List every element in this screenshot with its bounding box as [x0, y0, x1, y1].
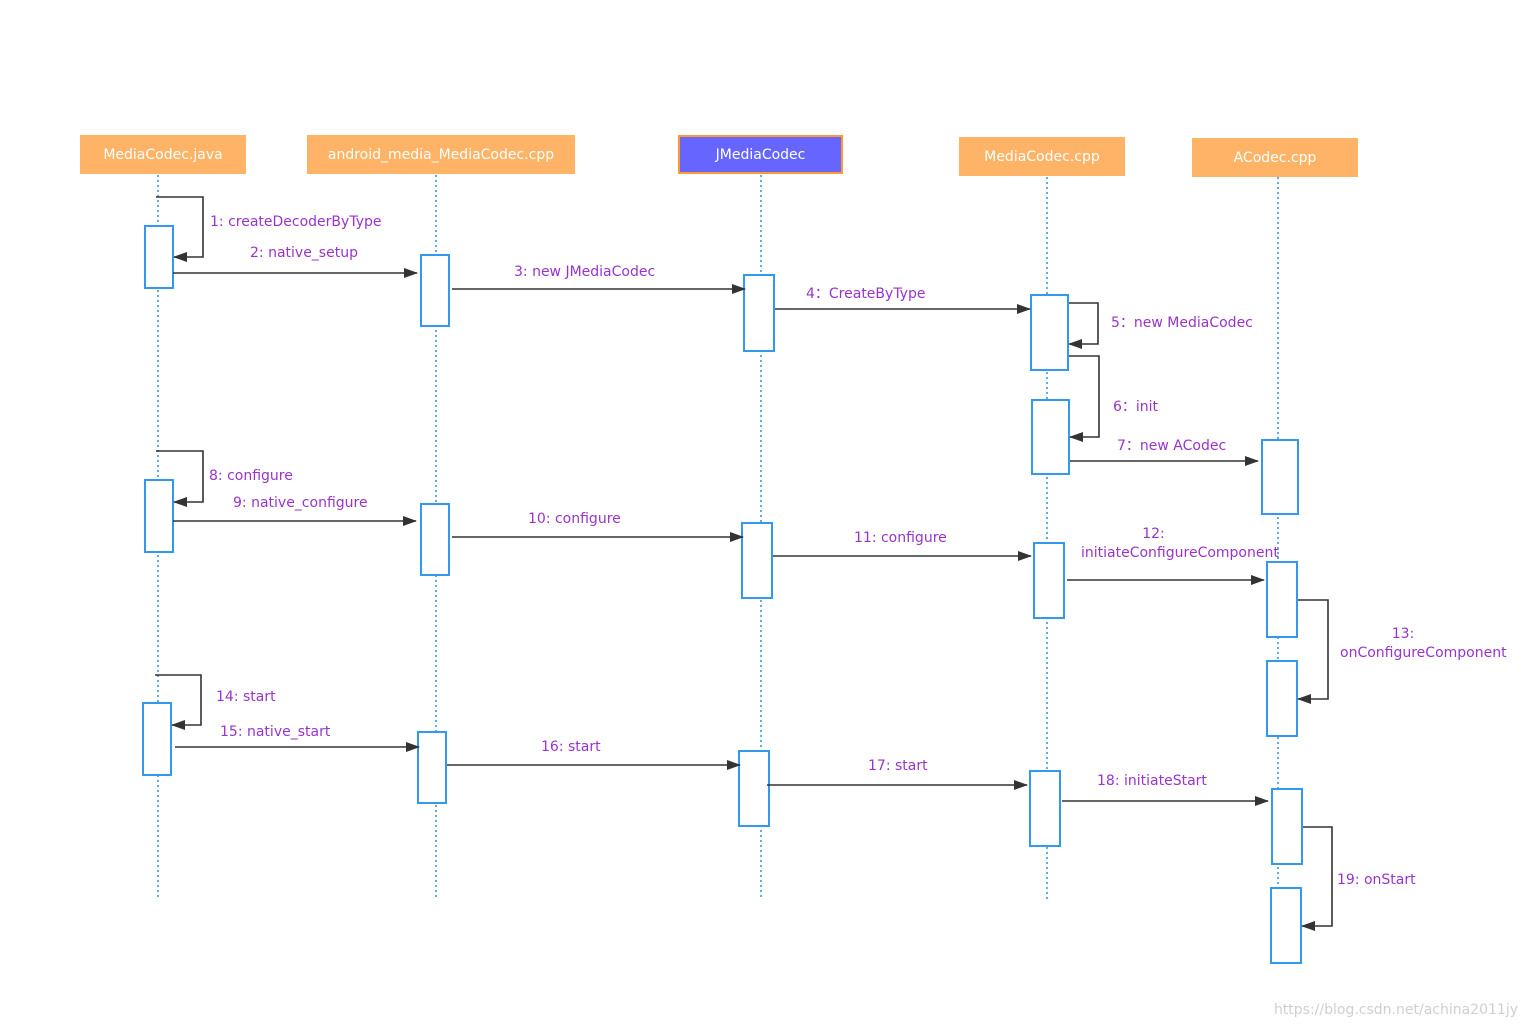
activation-box [1266, 561, 1298, 638]
arrow-13 [1297, 599, 1329, 704]
activation-box [1270, 887, 1302, 964]
message-label-2: 2: native_setup [250, 245, 358, 261]
activation-box [420, 503, 450, 576]
participant-jmediacodec: JMediaCodec [678, 135, 843, 174]
activation-box [743, 274, 775, 352]
message-label-11: 11: configure [854, 530, 947, 546]
message-label-16: 16: start [541, 739, 601, 755]
participant-label: MediaCodec.java [103, 146, 223, 163]
activation-box [1271, 788, 1303, 865]
message-label-4: 4：CreateByType [806, 286, 926, 302]
arrow-1 [156, 196, 204, 262]
message-label-19: 19: onStart [1337, 872, 1416, 888]
activation-box [142, 702, 172, 776]
participant-label: JMediaCodec [715, 146, 806, 163]
activation-box [1030, 294, 1069, 371]
activation-box [420, 254, 450, 327]
participant-acodec-cpp: ACodec.cpp [1192, 138, 1358, 177]
participant-android-media-mediacodec-cpp: android_media_MediaCodec.cpp [307, 135, 575, 174]
activation-box [738, 750, 770, 827]
message-label-5: 5：new MediaCodec [1111, 315, 1253, 331]
arrow-6 [1069, 355, 1100, 442]
activation-box [417, 731, 447, 804]
message-label-9: 9: native_configure [233, 495, 368, 511]
message-label-1: 1: createDecoderByType [210, 214, 382, 230]
arrow-14 [155, 674, 202, 730]
message-label-3: 3: new JMediaCodec [514, 264, 656, 280]
message-label-8: 8: configure [209, 468, 293, 484]
message-label-7: 7：new ACodec [1117, 438, 1227, 454]
activation-box [1033, 542, 1065, 619]
participant-mediacodec-java: MediaCodec.java [80, 135, 246, 174]
arrow-8 [156, 450, 204, 507]
activation-box [1266, 660, 1298, 737]
message-label-18: 18: initiateStart [1097, 773, 1207, 789]
watermark: https://blog.csdn.net/achina2011jy [1273, 1002, 1518, 1018]
participant-label: ACodec.cpp [1233, 149, 1317, 166]
activation-box [144, 225, 174, 289]
message-label-14: 14: start [216, 689, 276, 705]
participant-label: android_media_MediaCodec.cpp [327, 146, 555, 163]
arrow-19 [1301, 826, 1333, 931]
participant-label: MediaCodec.cpp [984, 148, 1100, 165]
message-label-6: 6：init [1113, 399, 1159, 415]
arrow-5 [1068, 302, 1099, 349]
activation-box [144, 479, 174, 553]
message-label-13: 13: onConfigureComponent [1340, 626, 1507, 661]
activation-box [741, 522, 773, 599]
participant-mediacodec-cpp: MediaCodec.cpp [959, 137, 1125, 176]
activation-box [1261, 439, 1299, 515]
arrows [155, 196, 1333, 931]
message-label-10: 10: configure [528, 511, 621, 527]
message-label-12: 12: initiateConfigureComponent [1081, 526, 1279, 561]
message-label-15: 15: native_start [220, 724, 331, 740]
activation-box [1031, 399, 1070, 475]
activations [142, 225, 1303, 964]
activation-box [1029, 770, 1061, 847]
message-label-17: 17: start [868, 758, 928, 774]
lifelines [157, 175, 1279, 960]
